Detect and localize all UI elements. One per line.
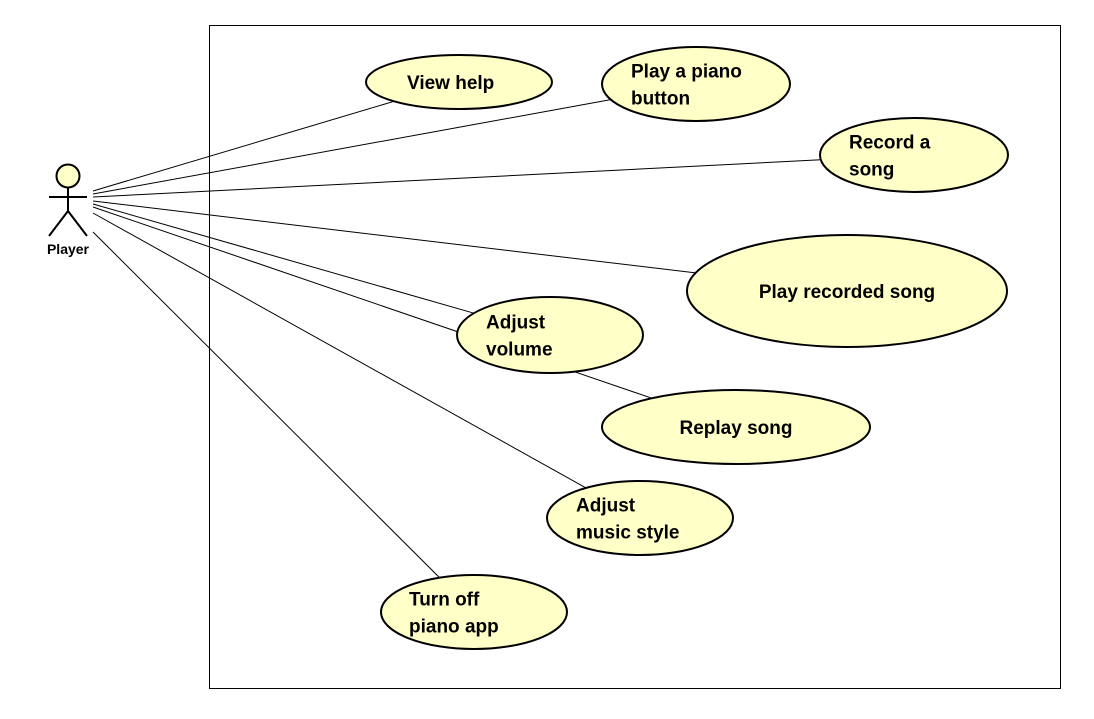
use-case-turn-off-piano-app[interactable]: Turn off piano app [380,574,568,650]
use-case-label: music style [576,523,680,544]
use-case-ellipse [601,389,871,465]
use-case-adjust-music-style[interactable]: Adjust music style [546,480,734,556]
use-case-ellipse [456,296,644,374]
use-case-label: song [849,160,894,181]
use-case-label: volume [486,340,553,361]
use-case-ellipse [686,234,1008,348]
actor-left-leg [48,210,69,237]
association-line-turn-off-piano-app [92,231,440,578]
use-case-ellipse [601,46,791,122]
use-case-label: Adjust [486,313,546,334]
association-line-adjust-music-style [92,212,587,489]
association-line-view-help [92,100,395,192]
use-case-ellipse [380,574,568,650]
use-case-label: Adjust [576,496,636,517]
use-case-ellipse [546,480,734,556]
association-line-play-piano-button [92,99,611,195]
association-line-play-recorded-song [92,200,696,274]
use-case-label: Replay song [680,418,793,439]
system-boundary [209,25,1061,689]
association-line-adjust-volume [92,203,475,314]
use-case-label: piano app [409,617,499,638]
use-case-label: View help [407,73,494,94]
use-case-label: Play a piano [631,62,742,83]
use-case-replay-song[interactable]: Replay song [601,389,871,465]
use-case-ellipse [819,117,1009,193]
use-case-play-recorded-song[interactable]: Play recorded song [686,234,1008,348]
use-case-label: Record a [849,133,931,154]
use-case-label: button [631,89,690,110]
association-line-record-song [92,159,821,198]
use-case-play-piano-button[interactable]: Play a piano button [601,46,791,122]
actor-label: Player [47,241,90,257]
use-case-view-help[interactable]: View help [365,54,553,110]
use-case-record-song[interactable]: Record a song [819,117,1009,193]
use-case-label: Turn off [409,590,480,611]
actor-player[interactable]: Player [47,163,90,258]
actor-right-leg [67,210,88,237]
use-case-label: Play recorded song [759,282,935,303]
use-case-ellipse [365,54,553,110]
actor-head [55,163,81,189]
use-case-adjust-volume[interactable]: Adjust volume [456,296,644,374]
associations [92,99,821,578]
